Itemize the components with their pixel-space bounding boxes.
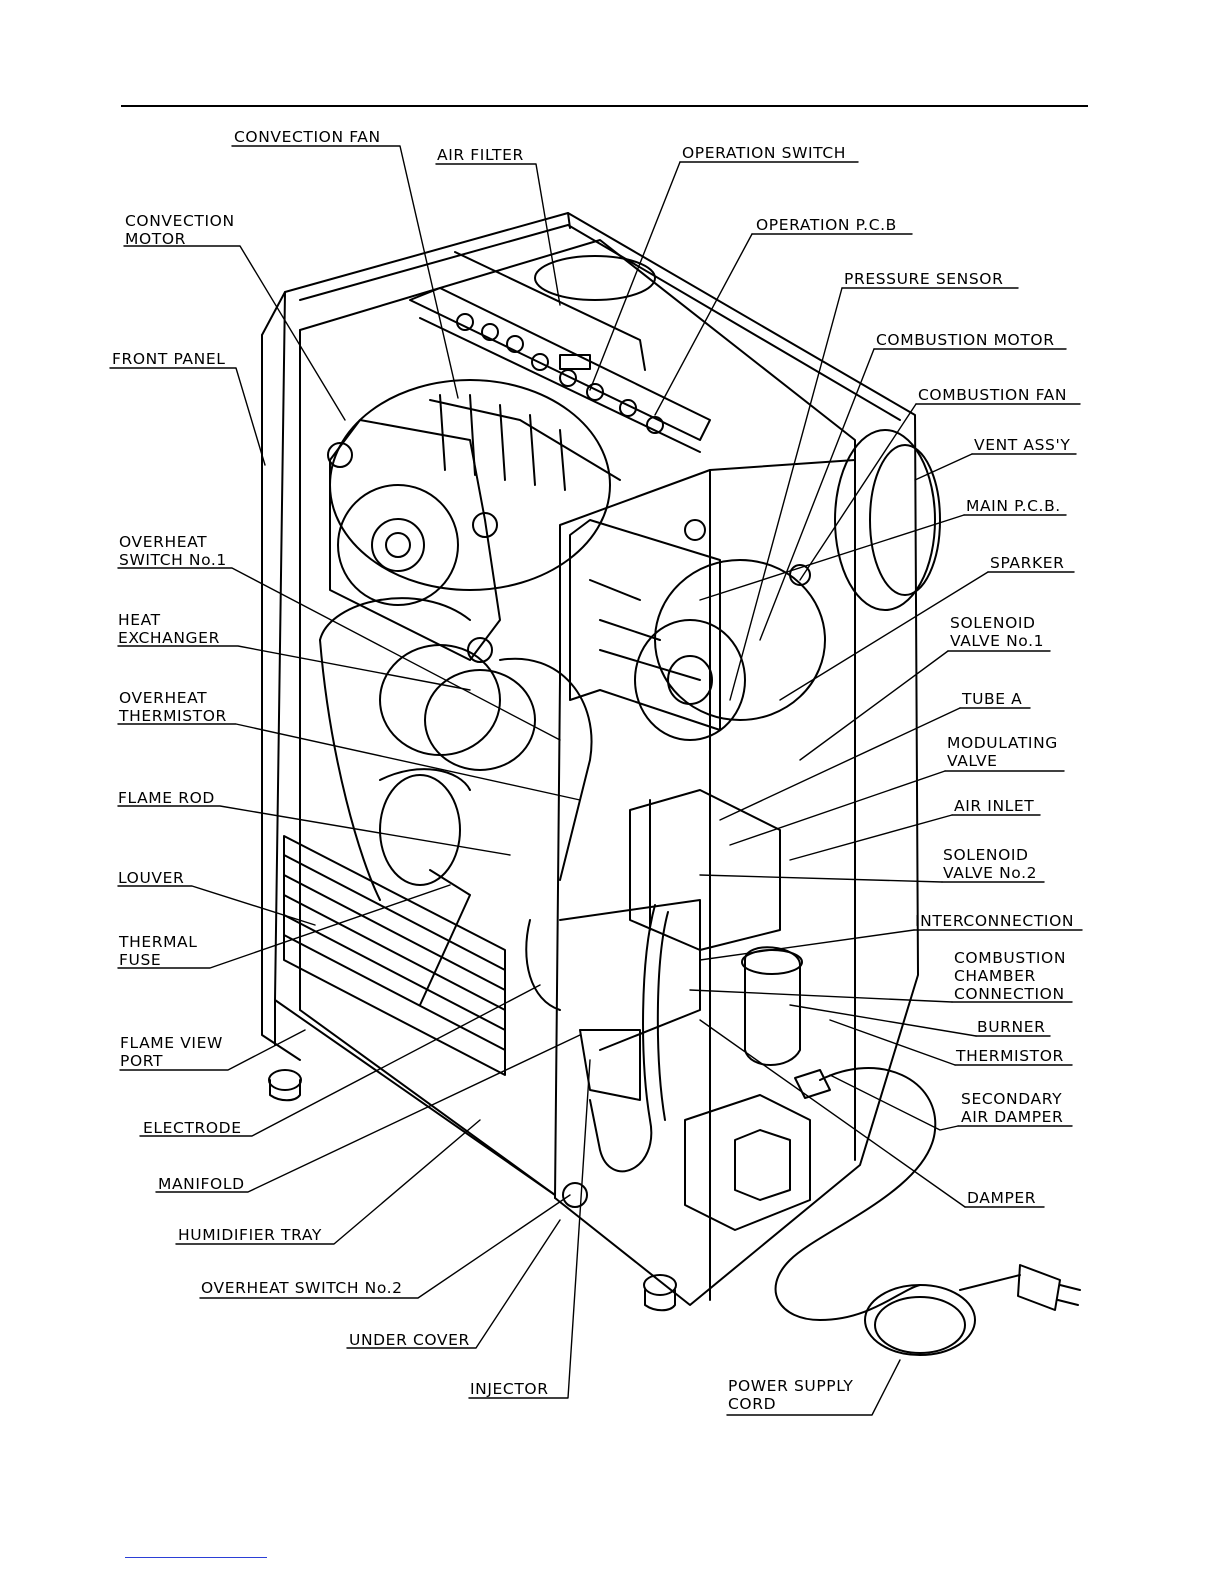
label-vent-assy: VENT ASS'Y	[974, 436, 1071, 454]
label-operation-switch: OPERATION SWITCH	[682, 144, 847, 162]
label-solenoid-valve-2: SOLENOID VALVE No.2	[943, 846, 1038, 882]
label-main-pcb: MAIN P.C.B.	[966, 497, 1061, 515]
label-under-cover: UNDER COVER	[349, 1331, 470, 1349]
label-air-inlet: AIR INLET	[954, 797, 1035, 815]
label-pressure-sensor: PRESSURE SENSOR	[844, 270, 1004, 288]
label-solenoid-valve-1: SOLENOID VALVE No.1	[950, 614, 1045, 650]
label-thermal-fuse: THERMAL FUSE	[119, 933, 198, 969]
label-damper: DAMPER	[967, 1189, 1037, 1207]
label-secondary-air-damper: SECONDARY AIR DAMPER	[961, 1090, 1064, 1126]
combustion-fan-assembly	[569, 519, 826, 741]
label-manifold: MANIFOLD	[158, 1175, 245, 1193]
feet	[268, 1069, 677, 1312]
label-operation-pcb: OPERATION P.C.B	[756, 216, 897, 234]
label-sparker: SPARKER	[990, 554, 1065, 572]
label-flame-rod: FLAME ROD	[118, 789, 215, 807]
label-heat-exchanger: HEAT EXCHANGER	[118, 611, 220, 647]
heat-exchanger	[319, 597, 593, 901]
label-flame-view-port: FLAME VIEW PORT	[120, 1034, 223, 1070]
label-injector: INJECTOR	[470, 1380, 549, 1398]
label-electrode: ELECTRODE	[143, 1119, 242, 1137]
label-tube-a: TUBE A	[962, 690, 1023, 708]
label-humidifier-tray: HUMIDIFIER TRAY	[178, 1226, 322, 1244]
label-overheat-switch-1: OVERHEAT SWITCH No.1	[119, 533, 227, 569]
label-air-filter: AIR FILTER	[437, 146, 524, 164]
convection-fan-assembly	[327, 379, 621, 663]
top-rule	[121, 105, 1088, 107]
label-burner: BURNER	[977, 1018, 1046, 1036]
louver-grille	[283, 835, 506, 1076]
footnote-rule	[125, 1557, 267, 1558]
label-combustion-motor: COMBUSTION MOTOR	[876, 331, 1055, 349]
label-overheat-switch-2: OVERHEAT SWITCH No.2	[201, 1279, 403, 1297]
leader-lines	[109, 145, 1083, 1416]
vent-assembly	[834, 429, 941, 611]
label-interconnection: INTERCONNECTION	[915, 912, 1075, 930]
label-thermistor: THERMISTOR	[956, 1047, 1064, 1065]
label-louver: LOUVER	[118, 869, 185, 887]
label-modulating-valve: MODULATING VALVE	[947, 734, 1058, 770]
label-overheat-thermistor: OVERHEAT THERMISTOR	[119, 689, 227, 725]
label-power-supply-cord: POWER SUPPLY CORD	[728, 1377, 854, 1413]
label-front-panel: FRONT PANEL	[112, 350, 226, 368]
operation-panel	[409, 251, 711, 453]
cabinet-outline	[261, 212, 919, 1306]
transformer	[684, 1094, 811, 1231]
gas-valve-assembly	[525, 789, 803, 1173]
power-supply-cord	[774, 1067, 1081, 1356]
label-convection-fan: CONVECTION FAN	[234, 128, 381, 146]
label-combustion-chamber-connection: COMBUSTION CHAMBER CONNECTION	[954, 949, 1067, 1003]
label-convection-motor: CONVECTION MOTOR	[125, 212, 235, 248]
label-combustion-fan: COMBUSTION FAN	[918, 386, 1068, 404]
